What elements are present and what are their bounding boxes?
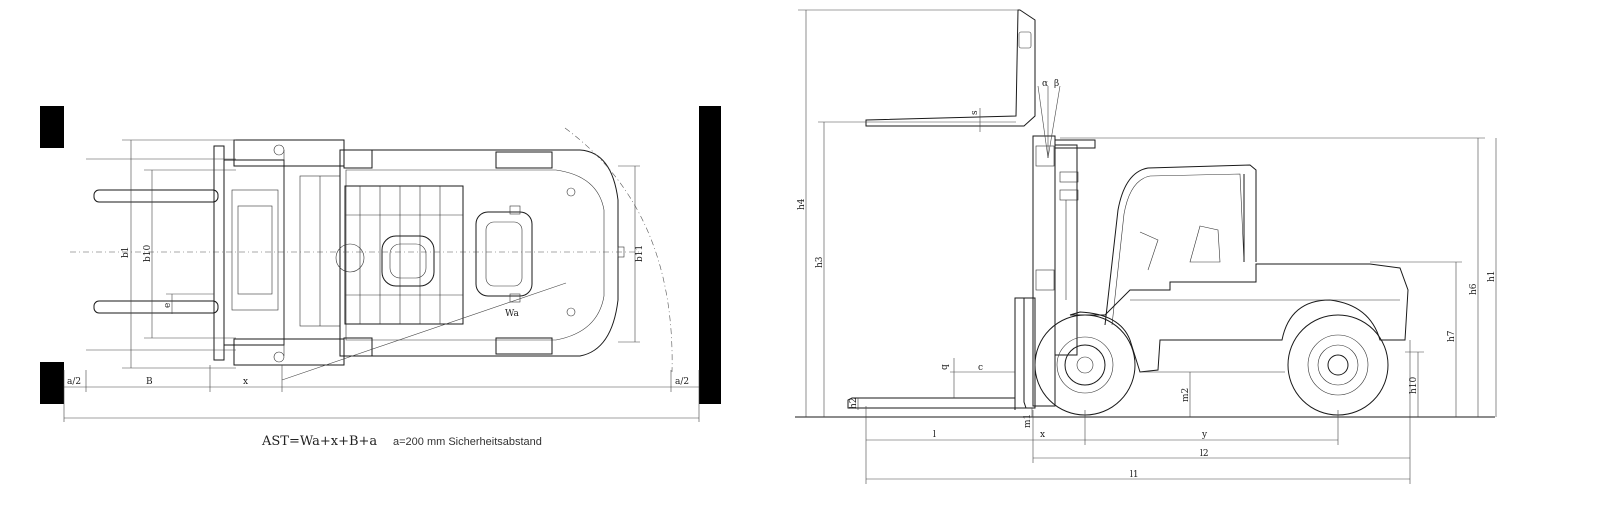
label-h4: h4 — [797, 198, 807, 210]
dimension-lines-side-view — [798, 9, 1497, 484]
wall-left-bottom — [40, 362, 64, 404]
label-B: B — [146, 377, 153, 387]
label-e: e — [163, 303, 173, 308]
safety-distance-note: a=200 mm Sicherheitsabstand — [393, 436, 542, 448]
mast — [1014, 135, 1096, 409]
label-b1: b1 — [121, 247, 131, 259]
cab — [1104, 164, 1257, 326]
fork-carriage-top-view — [213, 139, 345, 366]
label-b11: b11 — [635, 245, 645, 262]
label-l2: l2 — [1200, 449, 1209, 459]
forks-top-view — [93, 189, 219, 314]
truck-body-top-view — [335, 149, 625, 357]
label-b10: b10 — [143, 245, 153, 262]
label-h6: h6 — [1469, 283, 1479, 295]
label-l: l — [933, 430, 936, 440]
label-Wa: Wa — [505, 309, 519, 319]
label-h2: h2 — [849, 397, 859, 409]
label-a-half-left: a/2 — [67, 377, 81, 387]
label-y: y — [1201, 430, 1208, 440]
turning-radius-arc — [564, 127, 673, 373]
top-view: a/2 B x a/2 b1 b10 b11 e Wa AST=Wa+x+B+a… — [40, 106, 721, 449]
label-s: s — [970, 110, 980, 115]
side-view: h4 h3 h6 h1 h7 h10 h2 m2 m1 s α β q c l … — [795, 9, 1497, 484]
lowered-forks — [847, 297, 1027, 410]
label-h10: h10 — [1409, 376, 1419, 394]
wall-left-top — [40, 106, 64, 148]
label-q: q — [940, 364, 950, 370]
front-wheel — [1034, 314, 1136, 416]
label-x-top: x — [243, 377, 248, 387]
label-x-side: x — [1040, 430, 1045, 440]
chassis — [1069, 263, 1409, 373]
label-alpha: α — [1042, 79, 1048, 89]
label-m2: m2 — [1181, 388, 1191, 402]
label-h1: h1 — [1487, 270, 1497, 282]
rear-wheel — [1287, 314, 1389, 416]
raised-forks — [865, 9, 1036, 127]
label-m1: m1 — [1023, 414, 1033, 428]
turning-radius-line — [281, 282, 567, 381]
label-h3: h3 — [815, 256, 825, 268]
label-a-half-right: a/2 — [675, 377, 689, 387]
wall-right — [699, 106, 721, 404]
label-h7: h7 — [1447, 330, 1457, 342]
label-beta: β — [1054, 79, 1059, 89]
label-l1: l1 — [1130, 470, 1139, 480]
label-c: c — [978, 363, 983, 373]
formula-ast: AST=Wa+x+B+a — [261, 434, 377, 449]
dimension-lines-top-view — [63, 139, 700, 422]
